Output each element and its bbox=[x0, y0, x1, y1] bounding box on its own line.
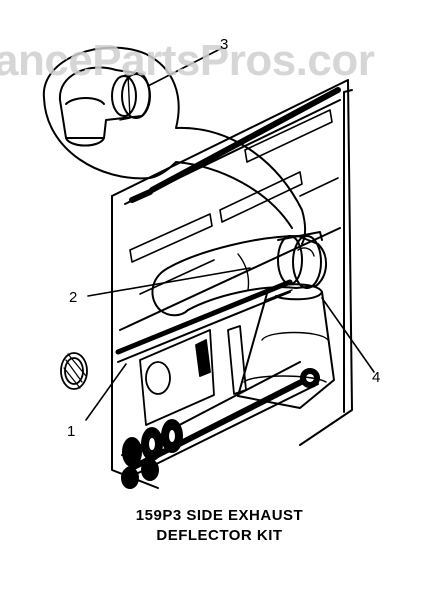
leader-lines bbox=[85, 47, 375, 421]
motor-housing bbox=[139, 325, 247, 426]
callout-number-4: 4 bbox=[372, 369, 381, 386]
leader-4 bbox=[321, 297, 375, 373]
lower-cross-bar bbox=[115, 279, 293, 363]
leader-3 bbox=[147, 47, 223, 87]
magnified-elbow bbox=[58, 66, 151, 147]
callout-number-3: 3 bbox=[220, 36, 229, 53]
leader-1 bbox=[85, 363, 127, 421]
caption-kit-title-line-1: 159P3 SIDE EXHAUST bbox=[135, 507, 304, 524]
panel-ribs bbox=[129, 109, 339, 295]
vent-clamp bbox=[60, 352, 88, 390]
callout-number-2: 2 bbox=[69, 289, 78, 306]
top-rail bbox=[129, 87, 341, 203]
leader-2 bbox=[87, 267, 251, 297]
exhaust-elbow bbox=[151, 231, 327, 317]
magnifier-loop bbox=[42, 46, 306, 245]
roller-assembly bbox=[121, 419, 183, 489]
callout-number-1: 1 bbox=[67, 423, 76, 440]
watermark-text: ancePartsPros.cor bbox=[0, 36, 375, 85]
caption-kit-title-line-2: DEFLECTOR KIT bbox=[156, 527, 283, 544]
